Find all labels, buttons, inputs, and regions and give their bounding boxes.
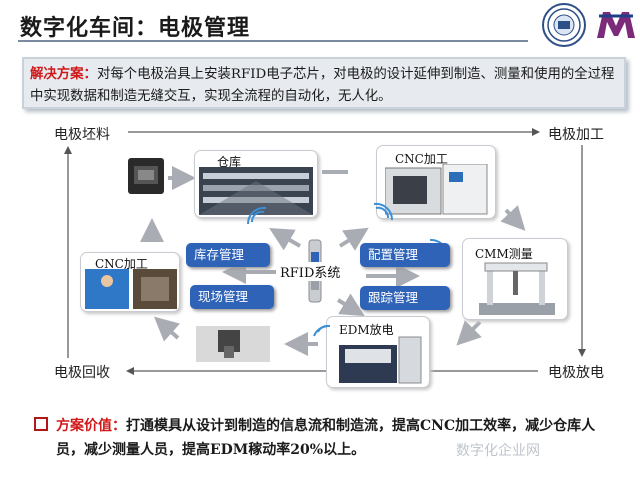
rfid-to-warehouse-arrow [269, 227, 302, 251]
cmm-to-edm-arrow [456, 320, 482, 346]
university-seal-logo [542, 3, 586, 47]
title-divider [18, 40, 528, 42]
tracking-management-button[interactable]: 跟踪管理 [360, 286, 450, 310]
rfid-to-cnc-arrow [338, 227, 369, 251]
cnc-top-label: CNC加工 [395, 152, 448, 166]
m-logo [594, 2, 638, 46]
value-label: 方案价值： [56, 418, 126, 434]
value-text: 打通模具从设计到制造的信息流和制造流，提高CNC加工效率，减少仓库人员，减少测量… [56, 418, 596, 458]
cnc-top-panel: CNC加工 [376, 145, 496, 219]
solution-description: 对每个电极治具上安装RFID电子芯片，对电极的设计延伸到制造、测量和使用的全过程… [30, 67, 615, 104]
electrode-blank-photo [128, 158, 164, 194]
corner-label-recycle: 电极回收 [54, 365, 110, 381]
electrode-recycle-photo [196, 326, 270, 362]
field-management-button[interactable]: 现场管理 [190, 285, 274, 309]
recycle-to-cnc-arrow [154, 316, 180, 342]
corner-label-machining: 电极加工 [548, 127, 604, 143]
cnc-operator-photo [85, 269, 177, 309]
cmm-machine-photo [479, 262, 555, 315]
page-title: 数字化车间：电极管理 [20, 15, 251, 41]
configuration-management-button[interactable]: 配置管理 [360, 243, 450, 267]
cnc-machine-photo [385, 164, 488, 215]
rfid-system-label: RFID系统 [278, 262, 343, 281]
corner-label-discharge: 电极放电 [548, 365, 604, 381]
cmm-panel: CMM测量 [462, 238, 568, 320]
inventory-management-button[interactable]: 库存管理 [186, 243, 270, 267]
warehouse-photo [199, 167, 313, 215]
cnc-left-panel: CNC加工 [80, 252, 180, 312]
value-checkbox-icon [34, 417, 48, 431]
cmm-label: CMM测量 [475, 247, 533, 261]
cnc-left-label: CNC加工 [95, 257, 148, 271]
wifi-icon [207, 202, 447, 337]
edm-machine-photo [339, 336, 422, 384]
solution-box: 解决方案：对每个电极治具上安装RFID电子芯片，对电极的设计延伸到制造、测量和使… [22, 57, 626, 109]
cnc-to-cmm-arrow [500, 205, 526, 231]
warehouse-label: 仓库 [217, 155, 242, 169]
value-statement: 方案价值：打通模具从设计到制造的信息流和制造流，提高CNC加工效率，减少仓库人员… [56, 414, 616, 462]
rfid-to-edm-arrow [336, 293, 365, 317]
corner-label-blank: 电极坯料 [54, 127, 110, 143]
watermark: 数字化企业网 [456, 443, 540, 459]
solution-label: 解决方案： [30, 66, 97, 82]
solution-text: 解决方案：对每个电极治具上安装RFID电子芯片，对电极的设计延伸到制造、测量和使… [30, 63, 624, 108]
edm-label: EDM放电 [339, 323, 394, 337]
edm-panel: EDM放电 [326, 316, 430, 388]
warehouse-panel: 仓库 [194, 150, 318, 218]
